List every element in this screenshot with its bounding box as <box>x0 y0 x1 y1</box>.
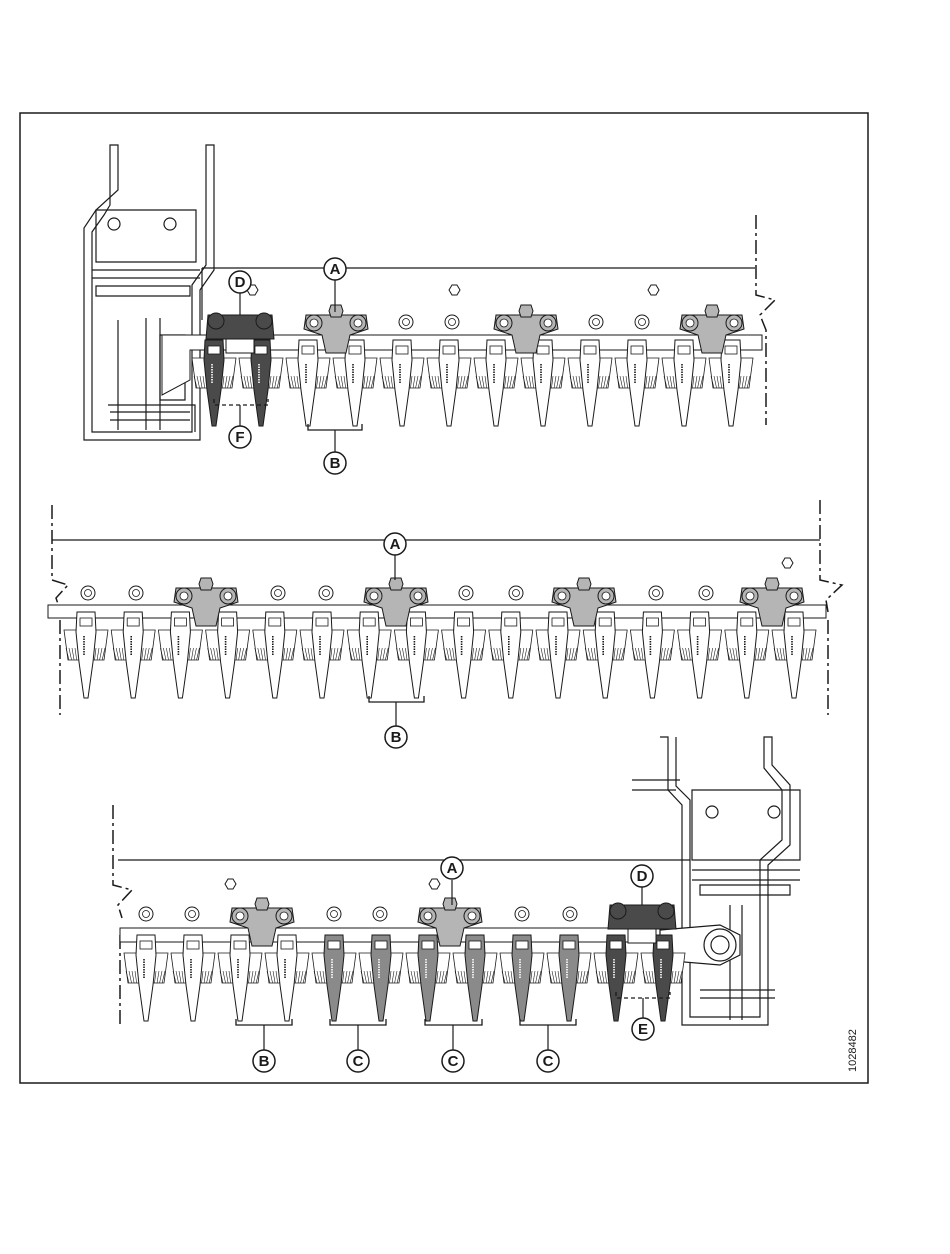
callout-a-label: A <box>330 261 341 278</box>
callout-d-label: D <box>637 868 648 885</box>
callout-b-label: B <box>330 455 341 472</box>
callout-d: D <box>229 271 251 293</box>
bolt <box>649 586 663 600</box>
knife-guard <box>124 935 168 1021</box>
knife-guard <box>489 612 533 698</box>
knife-guard <box>594 935 638 1021</box>
panel-left-end: A D B F <box>84 145 775 474</box>
bolt <box>81 586 95 600</box>
callout-a: A <box>441 857 463 879</box>
group-bracket <box>330 1019 386 1025</box>
callout-c-label: C <box>448 1053 459 1070</box>
callout-a-label: A <box>390 536 401 553</box>
break-line <box>756 215 775 425</box>
knife-guard <box>474 340 518 426</box>
knife-guard <box>568 340 612 426</box>
bolt <box>459 586 473 600</box>
bolt <box>271 586 285 600</box>
bolt <box>563 907 577 921</box>
knife-guard <box>171 935 215 1021</box>
bolt <box>589 315 603 329</box>
knife-guard <box>406 935 450 1021</box>
bolt <box>635 315 649 329</box>
knife-guard <box>380 340 424 426</box>
knife-guard <box>662 340 706 426</box>
callout-c: C <box>537 1050 559 1072</box>
callout-b: B <box>324 452 346 474</box>
callout-d-label: D <box>235 274 246 291</box>
callout-b-label: B <box>259 1053 270 1070</box>
bolt <box>327 907 341 921</box>
break-line-left <box>52 505 68 610</box>
knife-guard <box>359 935 403 1021</box>
callout-c-label: C <box>353 1053 364 1070</box>
knife-guard <box>630 612 674 698</box>
callout-a-label: A <box>447 860 458 877</box>
knife-guard <box>111 612 155 698</box>
bolt <box>185 907 199 921</box>
knife-guard <box>300 612 344 698</box>
break-line-right <box>820 500 842 612</box>
callout-d: D <box>631 865 653 887</box>
callout-b: B <box>253 1050 275 1072</box>
knife-guard <box>442 612 486 698</box>
knife-guard <box>312 935 356 1021</box>
bolt <box>139 907 153 921</box>
callout-a: A <box>384 533 406 555</box>
knife-guard <box>286 340 330 426</box>
bolt <box>129 586 143 600</box>
knife-guard <box>265 935 309 1021</box>
callout-c: C <box>442 1050 464 1072</box>
knife-guard <box>678 612 722 698</box>
knife-guard <box>218 935 262 1021</box>
callout-c: C <box>347 1050 369 1072</box>
group-bracket <box>236 1019 292 1025</box>
bolt <box>445 315 459 329</box>
bolt <box>399 315 413 329</box>
knife-guard <box>500 935 544 1021</box>
endsheet-frame-left <box>84 145 214 440</box>
callout-f-label: F <box>235 429 244 446</box>
knife-guard <box>453 935 497 1021</box>
bolt <box>373 907 387 921</box>
bolt <box>699 586 713 600</box>
bolt <box>319 586 333 600</box>
callout-a: A <box>324 258 346 280</box>
callout-e-label: E <box>638 1021 648 1038</box>
callout-b-label: B <box>391 729 402 746</box>
knife-guard <box>615 340 659 426</box>
panel-center: AB <box>48 500 842 748</box>
callout-f: F <box>229 426 251 448</box>
callout-e: E <box>632 1018 654 1040</box>
figure-id: 1028482 <box>847 1029 859 1072</box>
knife-guard <box>253 612 297 698</box>
callout-b: B <box>385 726 407 748</box>
knife-guard <box>64 612 108 698</box>
knife-guard <box>427 340 471 426</box>
callout-c-label: C <box>543 1053 554 1070</box>
knife-guard <box>347 612 391 698</box>
break-line-left <box>113 805 132 918</box>
bolt <box>515 907 529 921</box>
knife-guard <box>547 935 591 1021</box>
panel-right-end: A D B C C C E <box>113 737 800 1072</box>
bolt <box>509 586 523 600</box>
